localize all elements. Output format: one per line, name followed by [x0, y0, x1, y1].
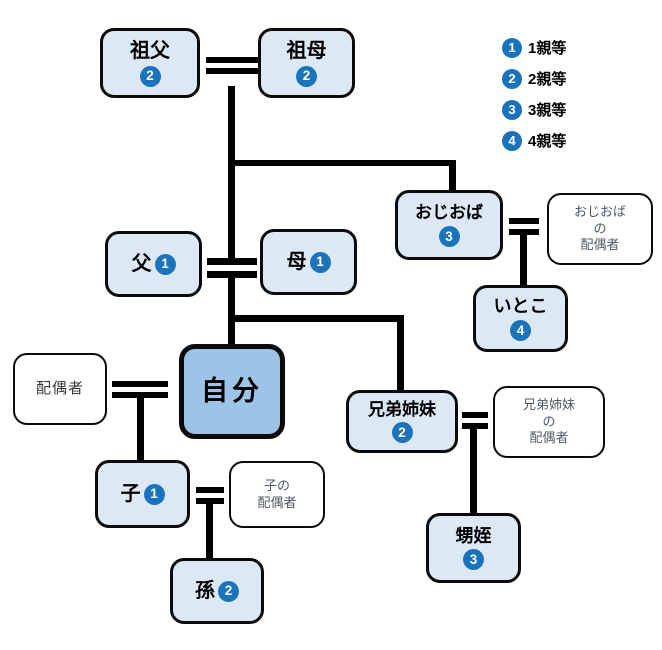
- legend-row-1: 1 1親等: [502, 37, 566, 58]
- legend-label-2: 2親等: [528, 71, 567, 88]
- connector-parents-marriage-line-1: [207, 258, 257, 265]
- degree-badge: 1: [154, 253, 176, 275]
- node-mother: 母 1: [260, 229, 357, 295]
- node-uncle-aunt: おじおば 3: [395, 190, 503, 260]
- node-child-spouse: 子の 配偶者: [229, 461, 325, 528]
- legend-badge-2: 2: [502, 68, 522, 89]
- degree-badge: 1: [143, 483, 165, 505]
- degree-badge: 3: [463, 549, 484, 571]
- node-self: 自分: [179, 344, 285, 439]
- legend-label-1: 1親等: [528, 40, 567, 57]
- node-spouse: 配偶者: [13, 353, 107, 425]
- degree-badge: 2: [218, 580, 239, 602]
- connector-uncle-branch-vertical: [449, 160, 456, 190]
- connector-self-marriage-line-2: [112, 392, 168, 398]
- connector-child-marriage-line-1: [196, 487, 224, 493]
- node-uncle-aunt-spouse-line: の: [593, 220, 607, 236]
- connector-siblings-marriage-line-2: [462, 423, 488, 429]
- node-cousin: いとこ 4: [473, 285, 568, 352]
- node-grandmother: 祖母 2: [258, 28, 355, 98]
- legend-row-2: 2 2親等: [502, 68, 566, 89]
- connector-grandparents-marriage-line-1: [206, 57, 258, 63]
- node-child-label: 子: [120, 482, 141, 505]
- node-father: 父 1: [105, 231, 202, 297]
- degree-badge: 3: [438, 225, 460, 247]
- node-siblings-spouse: 兄弟姉妹 の 配偶者: [493, 386, 605, 458]
- connector-siblings-marriage-line-1: [462, 412, 488, 418]
- node-uncle-aunt-spouse-line: おじおば: [573, 203, 626, 219]
- degree-badge: 1: [309, 251, 331, 273]
- node-child: 子 1: [95, 460, 190, 528]
- node-siblings-spouse-line: 兄弟姉妹: [522, 396, 575, 412]
- legend-label-3: 3親等: [528, 102, 567, 119]
- node-siblings-spouse-line: の: [542, 413, 556, 429]
- degree-badge: 2: [391, 422, 413, 444]
- degree-legend: 1 1親等 2 2親等 3 3親等 4 4親等: [502, 37, 566, 151]
- node-grandfather-label: 祖父: [130, 39, 170, 62]
- legend-row-4: 4 4親等: [502, 130, 566, 151]
- node-uncle-aunt-spouse-line: 配偶者: [580, 237, 620, 253]
- connector-uncle-marriage-line-2: [509, 229, 539, 235]
- connector-child-marriage-line-2: [196, 498, 224, 504]
- node-mother-label: 母: [286, 250, 307, 273]
- legend-badge-4: 4: [502, 130, 522, 151]
- node-cousin-label: いとこ: [493, 296, 548, 317]
- node-siblings-label: 兄弟姉妹: [368, 399, 436, 419]
- connector-child-to-grandchild: [206, 504, 213, 558]
- degree-badge: 2: [139, 65, 161, 87]
- connector-siblings-to-nephew: [470, 429, 477, 513]
- connector-parents-marriage-line-2: [207, 271, 257, 278]
- legend-row-3: 3 3親等: [502, 99, 566, 120]
- legend-badge-3: 3: [502, 99, 522, 120]
- node-siblings: 兄弟姉妹 2: [346, 390, 458, 453]
- node-spouse-label: 配偶者: [35, 380, 84, 398]
- node-father-label: 父: [131, 252, 152, 275]
- node-siblings-spouse-line: 配偶者: [529, 430, 569, 446]
- legend-badge-1: 1: [502, 37, 522, 58]
- node-child-spouse-line: 子の: [263, 477, 290, 493]
- legend-label-4: 4親等: [528, 133, 567, 150]
- connector-uncle-marriage-line-1: [509, 218, 539, 224]
- node-self-label: 自分: [201, 375, 263, 406]
- connector-self-to-child: [137, 398, 144, 460]
- node-child-spouse-line: 配偶者: [257, 494, 297, 510]
- connector-sibling-branch-vertical: [397, 315, 404, 390]
- connector-uncle-branch-horizontal: [228, 160, 456, 166]
- connector-sibling-branch-horizontal: [228, 315, 404, 322]
- node-uncle-aunt-label: おじおば: [415, 203, 483, 223]
- connector-grandparents-to-parents: [228, 86, 235, 258]
- node-nephew-niece: 甥姪 3: [426, 513, 521, 583]
- degree-badge: 4: [510, 319, 531, 341]
- degree-badge: 2: [296, 65, 317, 87]
- node-grandfather: 祖父 2: [100, 28, 200, 98]
- node-uncle-aunt-spouse: おじおば の 配偶者: [547, 193, 653, 265]
- node-grandmother-label: 祖母: [286, 39, 327, 62]
- connector-uncle-to-cousin: [520, 235, 527, 285]
- node-grandchild-label: 孫: [195, 579, 215, 602]
- connector-parents-to-children: [228, 278, 235, 322]
- connector-to-self: [228, 322, 235, 345]
- node-nephew-niece-label: 甥姪: [455, 525, 492, 546]
- node-grandchild: 孫 2: [170, 558, 264, 624]
- connector-self-marriage-line-1: [112, 381, 168, 387]
- connector-grandparents-marriage-line-2: [206, 68, 258, 74]
